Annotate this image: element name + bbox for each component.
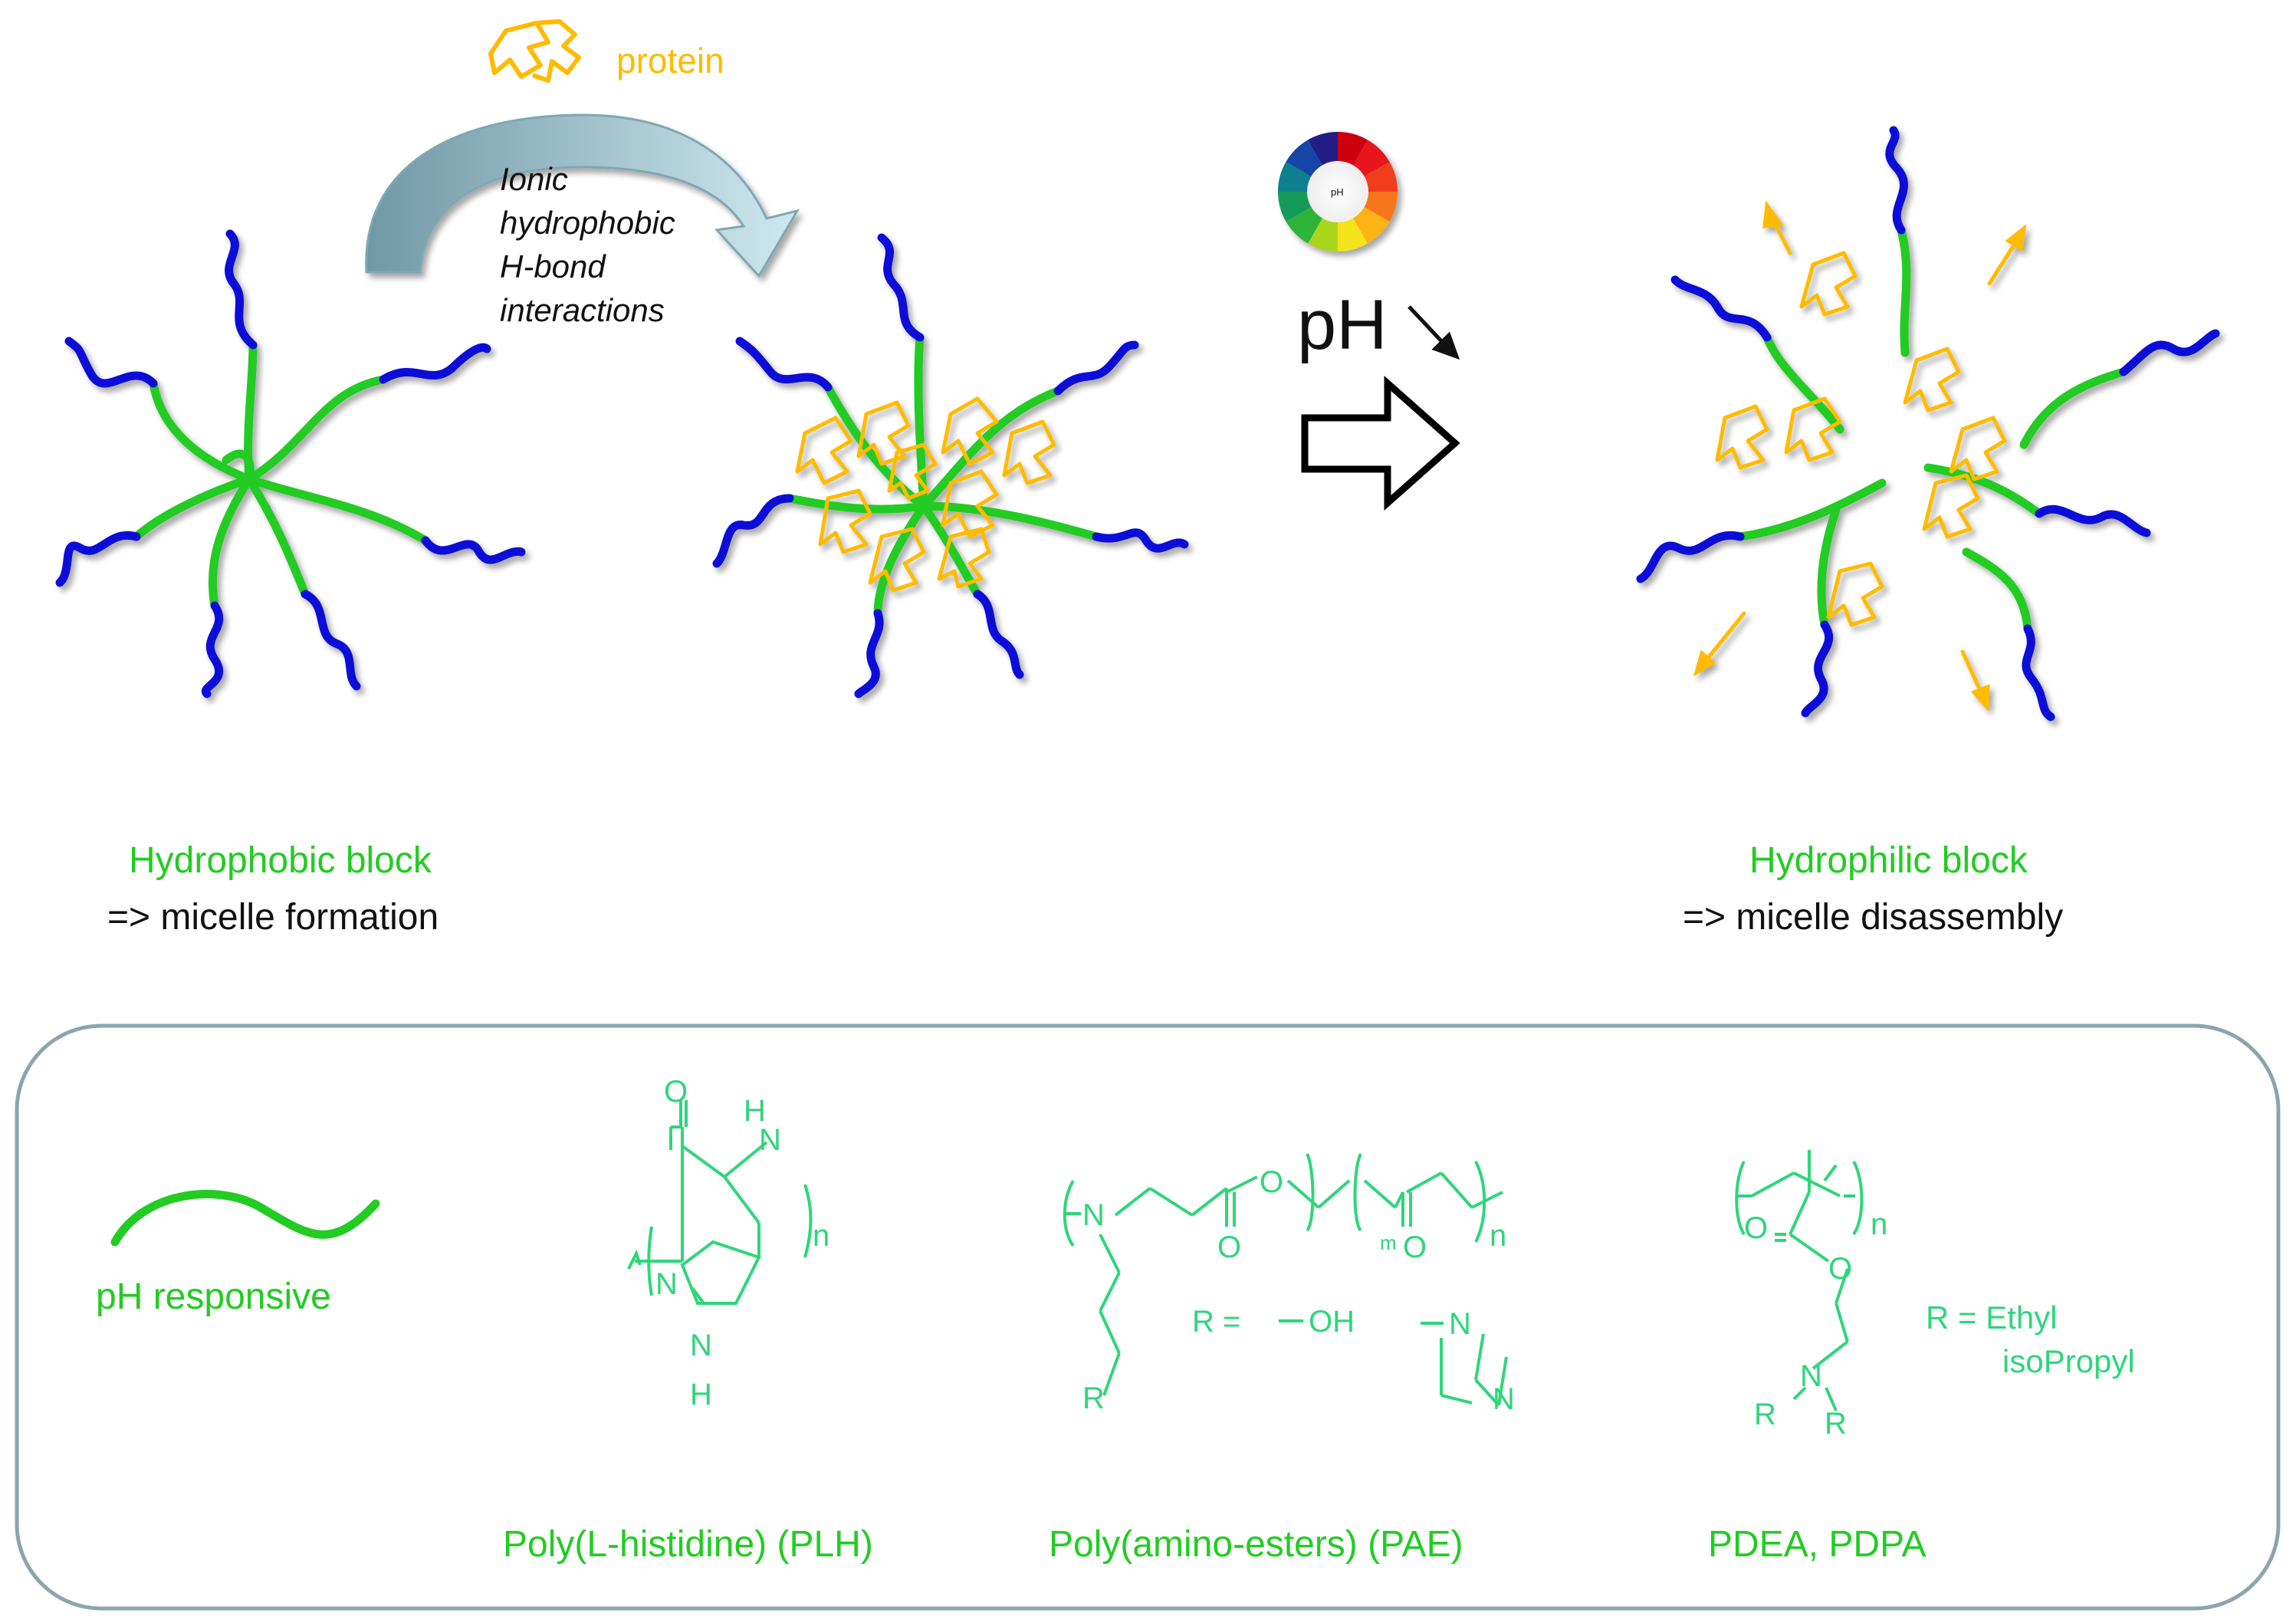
pae-subscript-n: n <box>1490 1219 1506 1253</box>
interaction-hbond: H-bond <box>500 248 606 284</box>
pae-name: Poly(amino-esters) (PAE) <box>1049 1524 1463 1565</box>
ph-decrease-arrow-icon <box>1407 305 1460 360</box>
pdea-subscript-n: n <box>1871 1207 1887 1241</box>
pae-r-oh: OH <box>1309 1305 1355 1339</box>
pae-r-definition: R = <box>1192 1305 1240 1339</box>
ph-label: pH <box>1297 286 1388 364</box>
plh-atom-n: N <box>759 1123 781 1157</box>
pdea-atom-n: N <box>1800 1359 1822 1393</box>
pdea-structure <box>1735 1150 1864 1411</box>
pdea-r-definition: R = Ethyl <box>1926 1299 2058 1336</box>
plh-subscript-n: n <box>813 1219 829 1253</box>
pdea-atom-r2: R <box>1825 1407 1847 1441</box>
plh-name: Poly(L-histidine) (PLH) <box>503 1524 873 1565</box>
plh-ring-h: H <box>690 1378 712 1411</box>
interaction-arrow <box>365 113 800 278</box>
micelle-formation-text: => micelle formation <box>107 897 439 938</box>
ph-color-wheel-icon: pH <box>1278 132 1398 251</box>
interaction-hydrophobic: hydrophobic <box>500 205 675 241</box>
pae-atom-n: N <box>1082 1198 1105 1232</box>
pdea-name: PDEA, PDPA <box>1708 1524 1926 1565</box>
pdea-r-definition-2: isoPropyl <box>2002 1343 2135 1379</box>
micelle-disassembly-text: => micelle disassembly <box>1683 897 2063 938</box>
plh-atom-o: O <box>664 1075 688 1109</box>
interaction-interactions: interactions <box>500 292 665 328</box>
empty-micelle <box>55 229 526 698</box>
pae-atom-r: R <box>1082 1382 1105 1415</box>
hydrophobic-block-title: Hydrophobic block <box>129 840 432 881</box>
protein-label: protein <box>616 41 724 80</box>
pdea-atom-r1: R <box>1754 1398 1776 1431</box>
pae-r-imidazole-n2: N <box>1493 1382 1515 1416</box>
pae-r-imidazole-n1: N <box>1449 1307 1471 1341</box>
pae-subscript-m: m <box>1380 1231 1397 1254</box>
plh-ring-n1: N <box>655 1267 678 1301</box>
disassembled-micelle <box>1636 126 2220 721</box>
interaction-ionic: Ionic <box>500 161 568 197</box>
pae-atom-o1: O <box>1217 1230 1241 1264</box>
pdea-atom-o2: O <box>1828 1252 1852 1286</box>
process-arrow-icon <box>1301 375 1460 511</box>
pae-atom-o3: O <box>1403 1230 1427 1264</box>
ph-wheel-label: pH <box>1331 186 1344 198</box>
loaded-micelle <box>712 233 1189 698</box>
hydrophilic-block-title: Hydrophilic block <box>1749 840 2028 881</box>
interaction-types: Ionic hydrophobic H-bond interactions <box>500 161 675 328</box>
plh-atom-h: H <box>744 1094 766 1128</box>
plh-ring-n2: N <box>690 1329 712 1362</box>
ph-responsive-label: pH responsive <box>96 1276 331 1317</box>
protein-icon <box>488 19 581 83</box>
legend-panel <box>15 1023 2281 1611</box>
pdea-atom-o1: O <box>1744 1211 1768 1245</box>
pae-atom-o2: O <box>1260 1165 1283 1199</box>
ph-responsive-chain-icon <box>110 1190 380 1247</box>
plh-structure <box>627 1100 813 1305</box>
pae-structure <box>1063 1153 1508 1407</box>
